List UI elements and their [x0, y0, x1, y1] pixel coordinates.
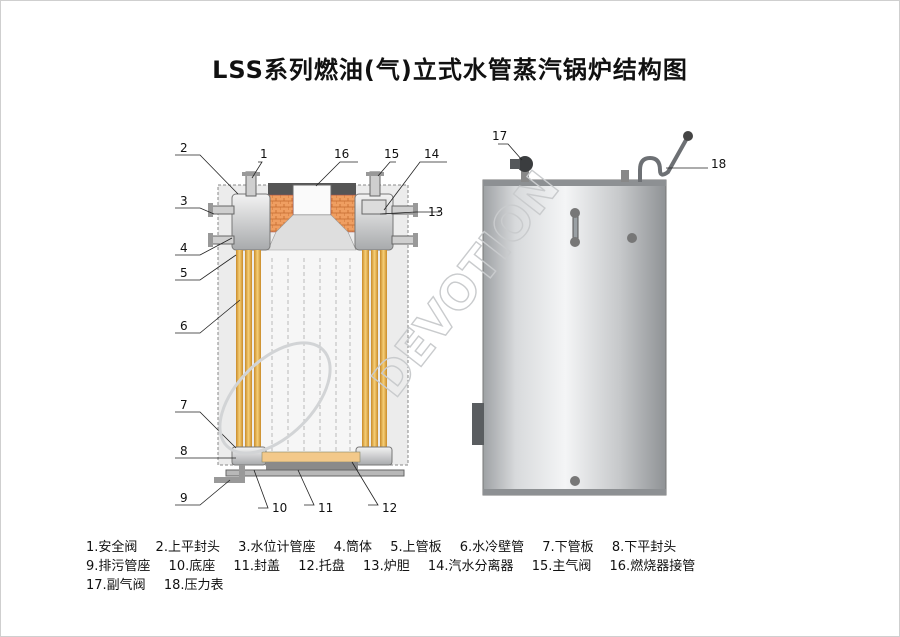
callout-11: 11	[318, 501, 333, 515]
callout-2: 2	[180, 141, 188, 155]
water-wall-tubes-right	[362, 250, 387, 450]
callout-15: 15	[384, 147, 399, 161]
blowdown-pipe	[214, 465, 245, 483]
legend-item: 9.排污管座	[86, 559, 151, 574]
legend-row-3: 17.副气阀 18.压力表	[86, 576, 709, 595]
exterior-view	[472, 131, 693, 496]
legend-item: 12.托盘	[298, 559, 345, 574]
base	[225, 469, 405, 477]
water-wall-tubes-left	[236, 250, 261, 450]
legend-item: 18.压力表	[163, 578, 224, 593]
callout-3: 3	[180, 194, 188, 208]
legend-item: 1.安全阀	[86, 540, 138, 555]
furnace-dashed-lines	[271, 258, 351, 452]
watermark-logo	[218, 341, 332, 455]
leader-lines-left	[175, 154, 447, 509]
refractory-right	[330, 194, 357, 233]
callout-7: 7	[180, 398, 188, 412]
pressure-gauge	[683, 131, 693, 141]
legend-item: 6.水冷壁管	[459, 540, 525, 555]
cross-section-view	[208, 171, 418, 483]
diagram-title: LSS系列燃油(气)立式水管蒸汽锅炉结构图	[212, 56, 688, 84]
callout-12: 12	[382, 501, 397, 515]
sub-valve	[517, 156, 533, 172]
steam-separator	[361, 199, 387, 215]
legend-item: 14.汽水分离器	[427, 559, 514, 574]
callout-8: 8	[180, 444, 188, 458]
legend-item: 11.封盖	[233, 559, 281, 574]
legend-item: 17.副气阀	[86, 578, 146, 593]
callout-18: 18	[711, 157, 726, 171]
callout-9: 9	[180, 491, 188, 505]
legend-item: 15.主气阀	[531, 559, 592, 574]
callouts: 1 2 3 4 5 6 7 8 9 10 11 12 13 14 15 16 1…	[180, 129, 726, 515]
callout-1: 1	[260, 147, 268, 161]
tray	[261, 451, 361, 463]
legend-row-1: 1.安全阀 2.上平封头 3.水位计管座 4.筒体 5.上管板 6.水冷壁管 7…	[86, 538, 709, 557]
bottom-header-right	[355, 446, 393, 466]
legend-item: 16.燃烧器接管	[609, 559, 696, 574]
legend-item: 4.筒体	[333, 540, 373, 555]
leader-lines-right	[498, 143, 708, 169]
callout-16: 16	[334, 147, 349, 161]
burner-opening	[292, 184, 332, 216]
callout-4: 4	[180, 241, 188, 255]
top-header-left	[231, 193, 271, 251]
callout-14: 14	[424, 147, 439, 161]
callout-5: 5	[180, 266, 188, 280]
legend: 1.安全阀 2.上平封头 3.水位计管座 4.筒体 5.上管板 6.水冷壁管 7…	[86, 538, 709, 595]
legend-item: 13.炉胆	[363, 559, 410, 574]
legend-item: 2.上平封头	[155, 540, 220, 555]
burner-flange	[472, 403, 484, 445]
callout-10: 10	[272, 501, 287, 515]
legend-item: 3.水位计管座	[238, 540, 316, 555]
legend-item: 10.底座	[168, 559, 216, 574]
pressure-gauge-siphon	[638, 139, 688, 182]
legend-item: 5.上管板	[390, 540, 442, 555]
legend-row-2: 9.排污管座 10.底座 11.封盖 12.托盘 13.炉胆 14.汽水分离器 …	[86, 557, 709, 576]
legend-item: 8.下平封头	[611, 540, 677, 555]
legend-item: 7.下管板	[542, 540, 594, 555]
callout-17: 17	[492, 129, 507, 143]
callout-13: 13	[428, 205, 443, 219]
cover	[266, 462, 358, 470]
callout-6: 6	[180, 319, 188, 333]
